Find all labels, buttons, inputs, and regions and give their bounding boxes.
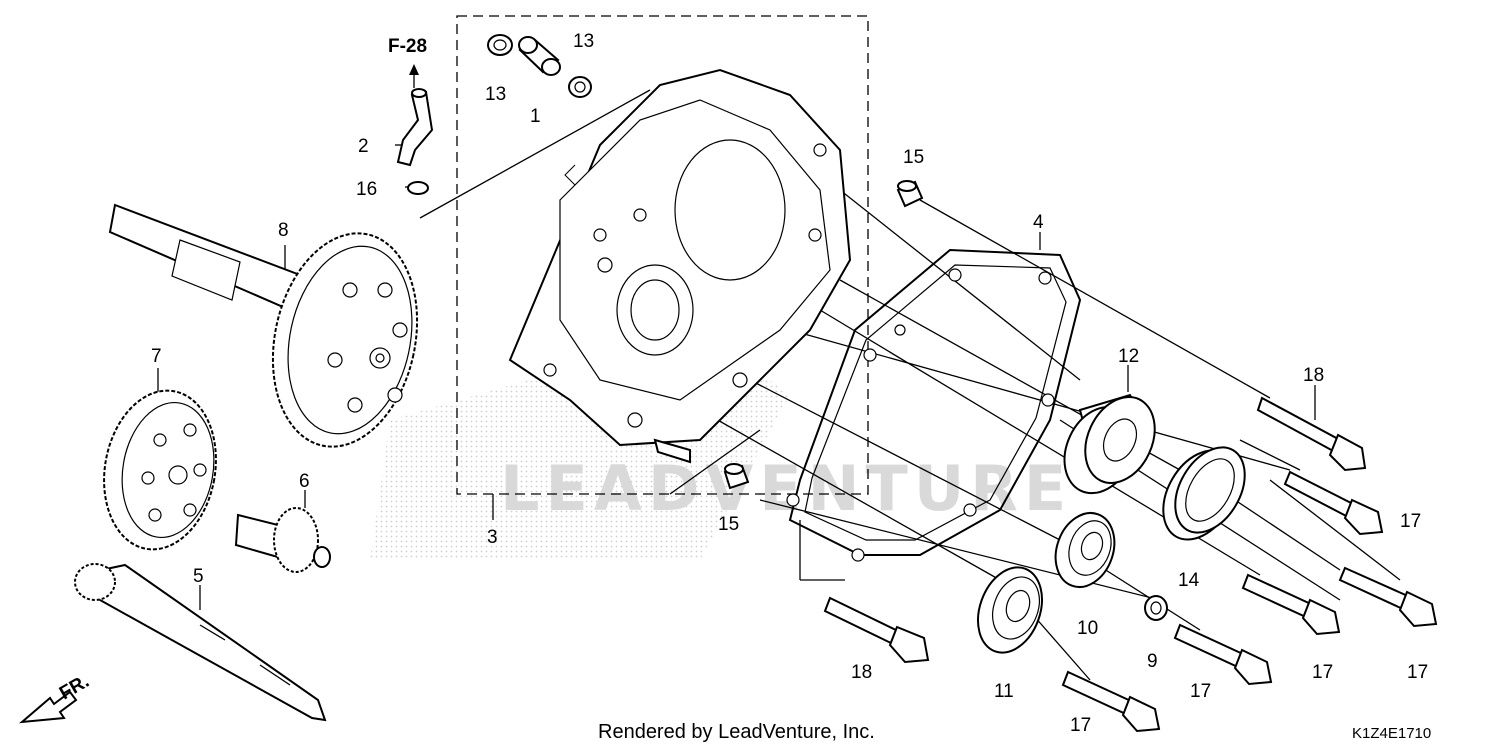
- callout-8[interactable]: 8: [278, 220, 289, 241]
- gasket-4: [786, 248, 1082, 562]
- seal-13-right: [568, 76, 592, 98]
- bolt-17-c: [1241, 573, 1341, 636]
- callout-16[interactable]: 16: [356, 179, 377, 200]
- transmission-cover-3: [508, 68, 852, 464]
- callout-2[interactable]: 2: [358, 136, 369, 157]
- callout-7[interactable]: 7: [151, 346, 162, 367]
- dowel-pin-15-bottom: [723, 463, 750, 490]
- callout-3[interactable]: 3: [487, 527, 498, 548]
- callout-17-a[interactable]: 17: [1400, 511, 1421, 532]
- footer-credit: Rendered by LeadVenture, Inc.: [598, 721, 875, 743]
- pinion-gear-6: [234, 507, 331, 573]
- bolt-18-bottom: [823, 596, 930, 664]
- collar-1: [518, 36, 561, 76]
- reference-page-label: F-28: [388, 36, 427, 57]
- callout-14[interactable]: 14: [1178, 570, 1200, 591]
- callout-11[interactable]: 11: [994, 681, 1014, 702]
- callout-10[interactable]: 10: [1077, 618, 1098, 639]
- callout-6[interactable]: 6: [299, 471, 310, 492]
- front-direction-arrow: FR.: [18, 671, 93, 724]
- bolt-17-e: [1061, 670, 1161, 733]
- callout-12[interactable]: 12: [1118, 346, 1139, 367]
- callout-17-d[interactable]: 17: [1190, 681, 1211, 702]
- bearing-10: [1054, 512, 1116, 588]
- callout-4[interactable]: 4: [1033, 212, 1044, 233]
- callout-18-top[interactable]: 18: [1303, 365, 1324, 386]
- dowel-pin-15-top: [896, 180, 924, 208]
- shaft-gear-8: [108, 203, 419, 448]
- bolt-17-d: [1173, 623, 1273, 686]
- clip-16: [407, 181, 429, 195]
- callout-13-left[interactable]: 13: [485, 84, 506, 105]
- callout-5[interactable]: 5: [193, 566, 204, 587]
- callout-labels: 1 2 3 4 5 6 7 8 9 10 11 12 13 13 14 15 1…: [151, 31, 1428, 736]
- callout-13-right[interactable]: 13: [573, 31, 594, 52]
- oil-seal-14: [1162, 446, 1246, 541]
- bolt-17-b: [1338, 566, 1438, 628]
- watermark-text: LEADVENTURE: [500, 452, 1072, 525]
- diagram-code: K1Z4E1710: [1352, 725, 1431, 742]
- callout-15-top[interactable]: 15: [903, 147, 924, 168]
- final-shaft-5: [74, 563, 327, 722]
- callout-1[interactable]: 1: [530, 106, 541, 127]
- callout-17-b[interactable]: 17: [1407, 662, 1428, 683]
- assembly-box: [456, 15, 869, 495]
- washer-9: [1144, 595, 1168, 621]
- callout-17-c[interactable]: 17: [1312, 662, 1333, 683]
- seal-13-left: [487, 34, 513, 56]
- callout-9[interactable]: 9: [1147, 651, 1158, 672]
- callout-17-e[interactable]: 17: [1070, 715, 1091, 736]
- bolt-18-top: [1256, 396, 1367, 472]
- bearing-12: [1063, 393, 1156, 495]
- bolt-17-a: [1283, 470, 1384, 536]
- callout-18-bottom[interactable]: 18: [851, 662, 872, 683]
- gear-7: [103, 389, 217, 551]
- bearing-11: [977, 566, 1043, 654]
- breather-tube-2: [396, 64, 434, 167]
- callout-15-bottom[interactable]: 15: [718, 514, 739, 535]
